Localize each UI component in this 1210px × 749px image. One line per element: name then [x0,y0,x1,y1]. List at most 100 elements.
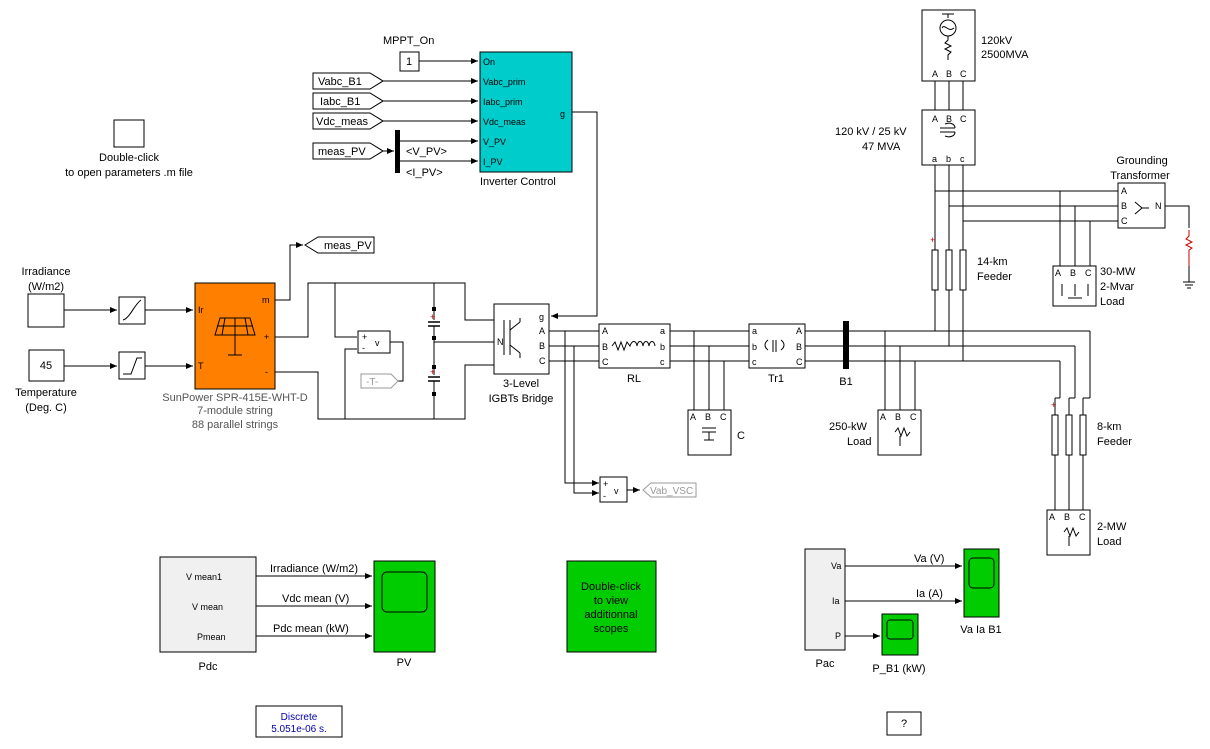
b1-label: B1 [839,376,852,388]
wire-meas-out [275,242,303,301]
from-vabc-b1[interactable]: Vabc_B1 [312,72,384,90]
cap-label: C [737,430,745,442]
gt-port-a: A [1121,186,1127,196]
parameters-block[interactable]: Double-click to open parameters .m file [65,119,193,179]
capacitor-bank[interactable]: A B C C [687,409,745,456]
transformer-icon [764,339,785,352]
scope-vaia-label: Va Ia B1 [960,624,1001,636]
sig-ia-label: Ia (A) [916,588,943,600]
pac-subsystem[interactable]: Va Ia P Pac [804,548,846,670]
tr1-transformer[interactable]: a b c A B C Tr1 [748,323,806,385]
from-vdc-label: Vdc_meas [316,116,368,128]
bus-selector[interactable] [395,130,400,173]
svg-text:+: + [1051,400,1056,410]
src-port-b: B [946,69,952,79]
wire-vm-minus [344,348,357,419]
dc-voltage-measurement[interactable]: + - v [357,330,391,354]
help-label: ? [901,718,907,730]
from-vdc-meas[interactable]: Vdc_meas [312,112,384,130]
scope-p-b1[interactable]: P_B1 (kW) [872,613,926,675]
transformer-120-25kv[interactable]: A B C a b c 120 kV / 25 kV 47 MVA [835,109,976,166]
goto-t-tag[interactable]: -T- [360,373,399,389]
help-block[interactable]: ? [886,711,922,736]
pv-array-block[interactable]: Ir T m + - SunPower SPR-415E-WHT-D 7-mod… [162,282,308,431]
pv-array-label3: 88 parallel strings [192,419,279,431]
from-iabc-label: Iabc_B1 [320,96,360,108]
from-vabc-label: Vabc_B1 [318,76,362,88]
l30-port-c: C [1085,268,1092,278]
source-120kv[interactable]: A B C 120kV 2500MVA [921,9,1029,82]
bridge-port-n: N [497,337,504,347]
pac-port-p: P [835,631,841,641]
wire-grounding [935,190,1118,222]
inv-port-g: g [560,109,565,119]
pv-port-t: T [198,361,204,371]
feeder14-label2: Feeder [977,271,1012,283]
igbt-bridge-block[interactable]: g N A B C 3-Level IGBTs Bridge [489,303,554,405]
irradiance-label1: Irradiance [22,266,71,278]
feeder-14km[interactable]: + 14-km Feeder [930,235,1012,291]
ground-icon [1183,266,1195,289]
xf-port-uc: C [960,114,967,124]
powergui-block[interactable]: Discrete 5.051e-06 s. [255,705,343,738]
l30-port-a: A [1055,268,1061,278]
inv-port-vpv: V_PV [483,137,506,147]
scope-va-ia-b1[interactable]: Va Ia B1 [960,548,1002,636]
goto-meas-pv[interactable]: meas_PV [304,236,375,254]
b1-bus[interactable]: B1 [839,321,853,388]
pv-port-m: m [262,295,270,305]
inv-port-iabc: Iabc_prim [483,97,523,107]
rl-block[interactable]: A B C a b c RL [598,323,671,385]
pv-port-minus: - [265,367,268,377]
svg-text:+: + [430,367,435,377]
from-iabc-b1[interactable]: Iabc_B1 [312,92,384,110]
feeder14-label1: 14-km [977,256,1008,268]
irradiance-constant[interactable]: Irradiance (W/m2) [22,266,71,328]
bus-vpv-label: <V_PV> [406,146,447,158]
wire-vm-out [390,341,404,382]
bridge-port-g: g [539,312,544,322]
load-2mw[interactable]: A B C 2-MW Load [1046,509,1127,556]
xf-port-ua: A [932,114,938,124]
feeder-8km[interactable]: + 8-km Feeder [1051,400,1132,456]
l250-port-a: A [880,412,886,422]
load-30mw[interactable]: A B C 30-MW 2-Mvar Load [1052,265,1136,308]
scope-pv[interactable]: PV [373,560,436,669]
xf-port-la: a [932,154,937,164]
src-label1: 120kV [981,35,1013,47]
wire-gt-ground [1165,205,1190,228]
from-meas-pv[interactable]: meas_PV [312,142,384,160]
dc-capacitors[interactable]: + + [428,283,440,419]
wire-30mw-taps [1059,191,1091,266]
l2-port-a: A [1049,512,1055,522]
bridge-label1: 3-Level [503,378,539,390]
inverter-control-block[interactable]: On Vabc_prim Iabc_prim Vdc_meas V_PV I_P… [479,51,573,188]
l2-label1: 2-MW [1097,521,1127,533]
wire-dc-minus [275,364,494,420]
additional-scopes-block[interactable]: Double-click to view additionnal scopes [566,560,657,653]
feeder8-label1: 8-km [1097,421,1121,433]
rl-port-lb: b [660,342,665,352]
vab-measurement[interactable]: + - v [599,476,628,503]
temperature-rate-limiter[interactable] [118,351,146,380]
params-line1: Double-click [99,152,159,164]
irradiance-rate-limiter[interactable] [118,296,146,325]
pdc-subsystem[interactable]: V mean1 V mean Pmean Pdc [159,556,257,673]
pv-array-label2: 7-module string [197,405,273,417]
vab-minus: - [603,491,606,501]
rl-port-a: A [602,326,608,336]
goto-vab-vsc[interactable]: Vab_VSC [642,482,697,498]
load-250kw[interactable]: A B C 250-kW Load [829,409,922,456]
capacitor-icon [702,427,716,441]
cap-port-b: B [705,412,711,422]
ground-resistor[interactable] [1183,230,1195,289]
scope-pb1-screen-icon [886,619,914,640]
inv-port-vabc: Vabc_prim [483,77,525,87]
gt-label2: Transformer [1110,170,1170,182]
grounding-transformer[interactable]: Grounding Transformer A B C N [1110,155,1170,229]
scope-vaia-screen-icon [968,557,995,589]
feeder8-label2: Feeder [1097,436,1132,448]
mppt-on-constant[interactable]: MPPT_On 1 [383,35,434,72]
scopes-line2: to view [594,595,628,607]
temperature-constant[interactable]: 45 Temperature (Deg. C) [15,349,77,414]
